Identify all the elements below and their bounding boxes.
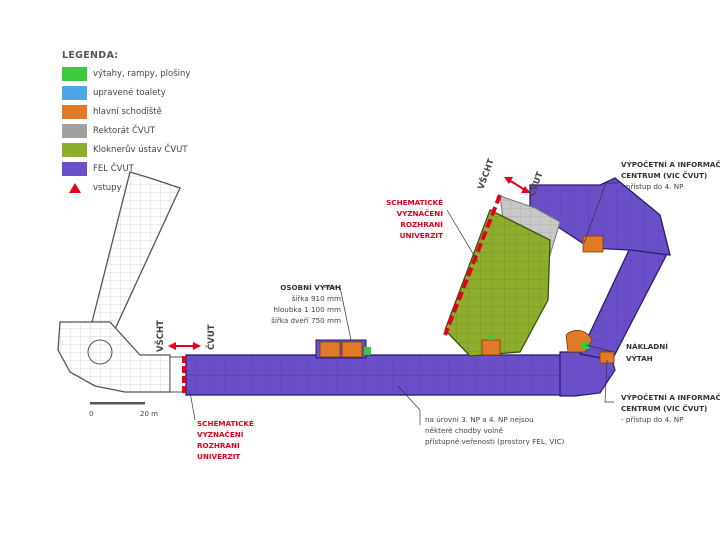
osobni-line3: šířka dveří 750 mm <box>271 316 341 325</box>
legend-item-elevators: výtahy, rampy, plošiny <box>62 65 262 83</box>
vscht-wing <box>57 171 187 393</box>
vic-top-line3: - přístup do 4. NP <box>621 182 684 191</box>
border-arrow-top <box>504 177 530 193</box>
legend-item-klokner: Kloknerův ústav ČVUT <box>62 141 262 159</box>
legend-label: FEL ČVUT <box>93 164 134 174</box>
legend-swatch <box>62 105 87 119</box>
annotation-nakladni: NÁKLADNÍ VÝTAH <box>626 342 668 363</box>
scale-distance: 20 m <box>140 410 158 418</box>
schema-bottom-line3: ROZHRANÍ <box>197 441 240 450</box>
schema-top-line1: SCHEMATICKÉ <box>386 198 443 207</box>
corridors-line1: na úrovni 3. NP a 4. NP nejsou <box>425 415 534 424</box>
legend-item-entrances: vstupy <box>62 179 262 197</box>
vscht-label-top: VŠCHT <box>475 157 497 191</box>
legend-label: Kloknerův ústav ČVUT <box>93 145 188 155</box>
corridors-line3: přístupné veřenosti (prostory FEL, VIC) <box>425 437 564 446</box>
legend-item-fel: FEL ČVUT <box>62 160 262 178</box>
legend-label: hlavní schodiště <box>93 107 162 117</box>
fel-east-wing <box>529 177 671 364</box>
legend-label: výtahy, rampy, plošiny <box>93 69 191 79</box>
schema-top-line4: UNIVERZIT <box>400 231 443 240</box>
osobni-line2: hloubka 1 100 mm <box>273 305 341 314</box>
legend-swatch <box>62 67 87 81</box>
annotation-vic-bottom: VÝPOČETNÍ A INFORMAČNÍ CENTRUM (VIC ČVUT… <box>621 393 720 424</box>
vic-bottom-line3: - přístup do 4. NP <box>621 415 684 424</box>
legend-swatch <box>62 124 87 138</box>
nakladni-line1: NÁKLADNÍ <box>626 342 668 351</box>
legend-item-stairs: hlavní schodiště <box>62 103 262 121</box>
vscht-label-left: VŠCHT <box>154 320 166 352</box>
fel-main-wing <box>185 339 616 397</box>
schema-top-line3: ROZHRANÍ <box>400 220 443 229</box>
cvut-label-left: ČVUT <box>205 324 217 350</box>
entrance-triangle-icon <box>62 181 87 195</box>
legend-swatch <box>62 86 87 100</box>
legend-label: upravené toalety <box>93 88 166 98</box>
legend-item-toilets: upravené toalety <box>62 84 262 102</box>
annotation-schema-bottom: SCHEMATICKÉ VYZNAČENÍ ROZHRANÍ UNIVERZIT <box>197 419 254 461</box>
scale-zero: 0 <box>89 410 93 418</box>
scale-bar: 0 20 m <box>89 402 158 418</box>
osobni-line1: šířka 910 mm <box>292 294 341 303</box>
border-arrow-left <box>168 342 201 350</box>
annotation-schema-top: SCHEMATICKÉ VYZNAČENÍ ROZHRANÍ UNIVERZIT <box>386 198 443 240</box>
vic-bottom-line1: VÝPOČETNÍ A INFORMAČNÍ <box>621 393 720 402</box>
schema-bottom-line1: SCHEMATICKÉ <box>197 419 254 428</box>
legend-swatch <box>62 162 87 176</box>
leader-lines <box>189 182 618 425</box>
legend-item-rektorat: Rektorát ČVUT <box>62 122 262 140</box>
nakladni-line2: VÝTAH <box>626 354 653 363</box>
schema-bottom-line4: UNIVERZIT <box>197 452 240 461</box>
schema-top-line2: VYZNAČENÍ <box>397 209 444 218</box>
schema-bottom-line2: VYZNAČENÍ <box>197 430 244 439</box>
vic-top-line1: VÝPOČETNÍ A INFORMAČNÍ <box>621 160 720 169</box>
legend-label: vstupy <box>93 183 122 193</box>
annotation-osobni-vytah: OSOBNÍ VÝTAH šířka 910 mm hloubka 1 100 … <box>271 283 341 325</box>
interface-line-top <box>443 194 502 336</box>
klokner-block <box>444 209 551 357</box>
annotation-vic-top: VÝPOČETNÍ A INFORMAČNÍ CENTRUM (VIC ČVUT… <box>621 160 720 191</box>
map-legend: LEGENDA: výtahy, rampy, plošiny upravené… <box>62 50 262 198</box>
vic-top-line2: CENTRUM (VIC ČVUT) <box>621 171 707 180</box>
legend-label: Rektorát ČVUT <box>93 126 156 136</box>
corridors-line2: některé chodby volně <box>425 426 504 435</box>
legend-title: LEGENDA: <box>62 50 119 61</box>
osobni-title: OSOBNÍ VÝTAH <box>280 283 341 292</box>
legend-swatch <box>62 143 87 157</box>
annotation-corridors: na úrovni 3. NP a 4. NP nejsou některé c… <box>425 415 564 446</box>
vic-bottom-line2: CENTRUM (VIC ČVUT) <box>621 404 707 413</box>
